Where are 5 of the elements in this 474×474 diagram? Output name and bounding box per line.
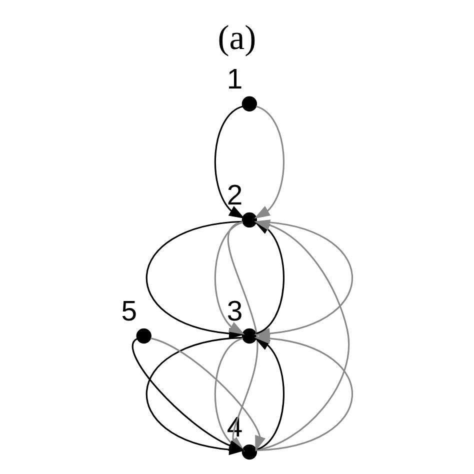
diagram-title: (a): [218, 19, 256, 58]
node-label: 1: [226, 63, 243, 96]
node-label: 2: [226, 179, 243, 212]
node-label: 5: [121, 295, 138, 328]
node-label: 3: [226, 295, 243, 328]
